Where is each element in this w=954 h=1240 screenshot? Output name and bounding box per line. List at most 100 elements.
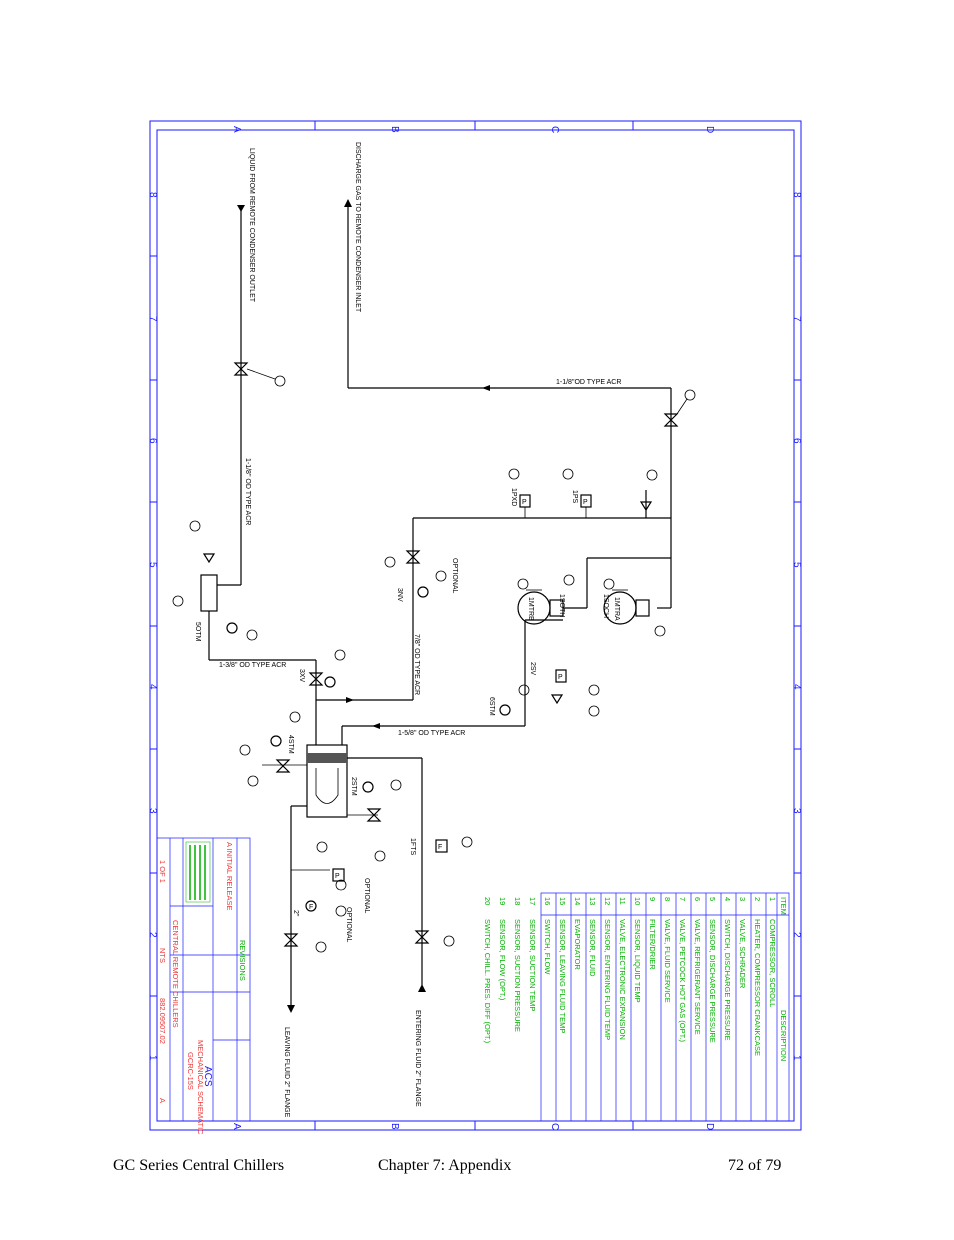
- leaving-fluid-valve-icon: [283, 933, 299, 947]
- legend-item-description: VALVE, SCHRADER: [738, 919, 747, 989]
- leaving-temp-sensor-icon: [362, 781, 374, 793]
- liquid-arrow-icon: [237, 205, 245, 212]
- svg-text:1PS: 1PS: [571, 490, 578, 504]
- svg-text:6STM: 6STM: [488, 697, 495, 716]
- footer-manual-title: GC Series Central Chillers: [113, 1157, 285, 1174]
- zone-col-c-bottom: C: [549, 1123, 560, 1130]
- zone-row-6-right: 6: [791, 438, 802, 444]
- legend-item-number: 5: [708, 897, 717, 901]
- svg-text:2SV: 2SV: [529, 662, 536, 676]
- crankcase-heater-b-label: 1SOTH: [558, 594, 565, 617]
- compressor-1mtrb: 1MTRB: [517, 589, 564, 625]
- legend-item-number: 17: [528, 897, 537, 905]
- legend-item-description: SWITCH, FLOW: [543, 919, 552, 975]
- size-2in-label: 2": [292, 910, 299, 917]
- drawing-title: MECHANICAL SCHEMATIC: [196, 1040, 205, 1135]
- suction-temp-sensor-icon: [499, 704, 511, 716]
- legend-item-number: 2: [753, 897, 762, 901]
- svg-text:F: F: [438, 844, 442, 851]
- legend-item-description: VALVE, FLUID SERVICE: [663, 919, 672, 1003]
- hot-gas-valve-icon: [405, 550, 421, 564]
- legend-item-number: 16: [543, 897, 552, 905]
- compressor-1mtra: 1MTRA: [603, 589, 650, 625]
- liquid-lower-size-label: 1-3/8" OD TYPE ACR: [219, 662, 286, 669]
- liquid-temp-sensor-icon: [226, 622, 238, 634]
- expansion-valve-icon: [308, 672, 324, 686]
- legend-item-number: 6: [693, 897, 702, 901]
- legend-item-description: SENSOR, LIQUID TEMP: [633, 919, 642, 1003]
- legend-item-description: COMPRESSOR, SCROLL: [768, 919, 777, 1007]
- model-number: GCRC-15S: [186, 1052, 195, 1090]
- pipe-labels: LIQUID FROM REMOTE CONDENSER OUTLET DISC…: [219, 142, 621, 1118]
- legend-item-description: VALVE, ELECTRONIC EXPANSION: [618, 919, 627, 1040]
- liquid-from-condenser-label: LIQUID FROM REMOTE CONDENSER OUTLET: [248, 148, 255, 303]
- discharge-to-condenser-label: DISCHARGE GAS TO REMOTE CONDENSER INLET: [354, 142, 361, 313]
- optional-flow-label: OPTIONAL: [345, 907, 352, 943]
- svg-text:5OTM: 5OTM: [194, 622, 201, 642]
- legend-item-description: SENSOR, SUCTION TEMP: [528, 919, 537, 1011]
- flow-switch-icon: [435, 839, 448, 853]
- evaporator-tube-bundle: [307, 753, 347, 763]
- drain-valve-icon: [275, 759, 291, 773]
- zone-row-6-left: 6: [147, 438, 158, 444]
- scale: NTS: [158, 948, 167, 963]
- legend-item-number: 8: [663, 897, 672, 901]
- svg-text:3NV: 3NV: [396, 588, 403, 602]
- crankcase-heater-a-label: 1SOCH: [602, 594, 609, 618]
- legend-item-description: SWITCH, DISCHARGE PRESSURE: [723, 919, 732, 1041]
- legend-item-description: SENSOR, FLOW (OPT.): [498, 919, 507, 1001]
- leaving-fluid-arrow-icon: [287, 1005, 295, 1013]
- svg-text:P: P: [522, 499, 527, 506]
- legend-item-description: SENSOR, DISCHARGE PRESSURE: [708, 919, 717, 1043]
- zone-col-d-top: D: [704, 126, 715, 133]
- zone-row-3-right: 3: [791, 808, 802, 814]
- zone-col-c-top: C: [549, 126, 560, 133]
- legend-item-number: 4: [723, 897, 732, 901]
- zone-col-b-bottom: B: [389, 1123, 400, 1130]
- legend-item-number: 15: [558, 897, 567, 905]
- callout-balloons: [172, 368, 696, 953]
- zone-row-4-right: 4: [791, 684, 802, 690]
- evaporator-icon: [306, 744, 348, 818]
- optional-pdiff-label: OPTIONAL: [363, 878, 370, 914]
- legend-header-item: ITEM: [779, 897, 788, 915]
- legend-item-number: 12: [603, 897, 612, 905]
- zone-row-7-right: 7: [791, 316, 802, 322]
- drawing-number: 882.09507.02: [158, 998, 167, 1044]
- zone-row-3-left: 3: [147, 808, 158, 814]
- zone-row-4-left: 4: [147, 684, 158, 690]
- legend-item-number: 20: [483, 897, 492, 905]
- legend-item-number: 19: [498, 897, 507, 905]
- title-block: 1 OF 1 A 882.09507.02 NTS CENTRAL REMOTE…: [156, 837, 251, 1135]
- svg-text:4STM: 4STM: [287, 735, 294, 754]
- revision-note: A INITIAL RELEASE: [225, 842, 234, 911]
- zone-row-5-right: 5: [791, 562, 802, 568]
- zone-row-1-right: 1: [791, 1055, 802, 1061]
- svg-text:1MTRA: 1MTRA: [613, 597, 620, 621]
- legend-item-number: 10: [633, 897, 642, 905]
- svg-text:1FTS: 1FTS: [409, 838, 416, 855]
- hot-gas-sensor-icon: [417, 586, 429, 598]
- footer-chapter: Chapter 7: Appendix: [378, 1157, 512, 1174]
- svg-text:P: P: [558, 674, 563, 681]
- svg-text:2STM: 2STM: [350, 777, 357, 796]
- legend-item-number: 9: [648, 897, 657, 901]
- entering-fluid-label: ENTERING FLUID 2" FLANGE: [414, 1010, 421, 1107]
- legend-item-number: 7: [678, 897, 687, 901]
- svg-text:1MTRB: 1MTRB: [527, 597, 534, 621]
- schrader-valve-icon: [639, 501, 653, 512]
- svg-text:3XV: 3XV: [298, 669, 305, 683]
- legend-item-description: EVAPORATOR: [573, 919, 582, 970]
- rev-letter-bottom: A: [158, 1098, 167, 1103]
- suction-line-size-label: 1-5/8" OD TYPE ACR: [398, 730, 465, 737]
- entering-temp-sensor-icon: [270, 735, 282, 747]
- service-valve-icon: [233, 362, 249, 376]
- legend-item-number: 3: [738, 897, 747, 901]
- series-name: CENTRAL REMOTE CHILLERS: [171, 920, 180, 1028]
- zone-col-a-top: A: [231, 126, 242, 133]
- legend-item-number: 11: [618, 897, 627, 905]
- filter-drier-icon: [200, 574, 218, 612]
- zone-row-5-left: 5: [147, 562, 158, 568]
